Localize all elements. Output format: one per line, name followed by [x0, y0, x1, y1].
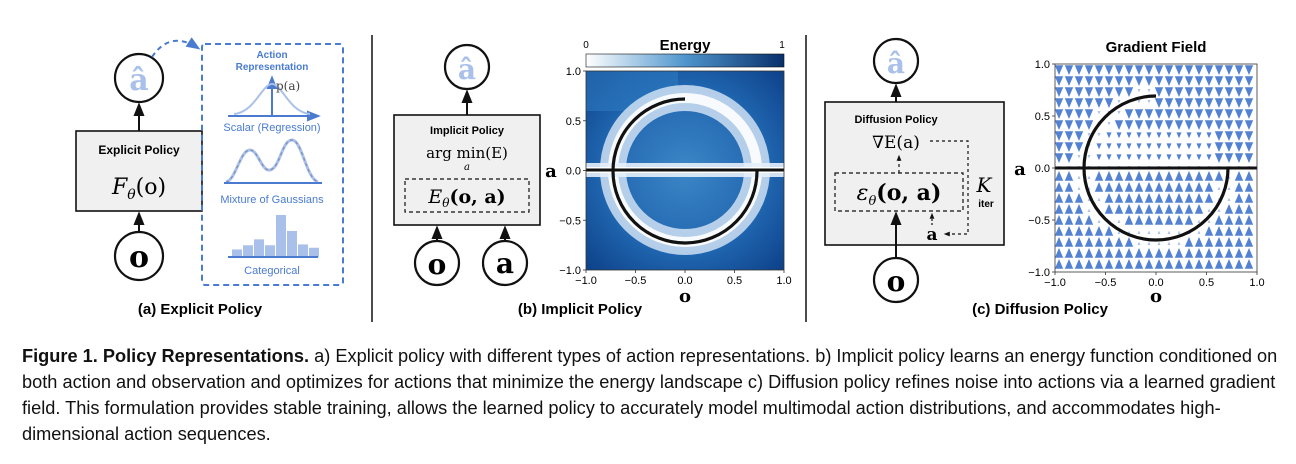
action-rep-title-1: Action	[256, 50, 287, 61]
y-tick-label: −0.5	[559, 215, 581, 227]
argmin-expression: arg min(E)	[426, 144, 508, 162]
input-observation-symbol-c: o	[887, 265, 906, 298]
categorical-bar	[276, 215, 286, 257]
gradient-solution-curve	[1082, 94, 1230, 242]
y-tick-label: −1.0	[559, 265, 581, 277]
caption-title: Policy Representations.	[102, 346, 310, 366]
panel-c-caption: (c) Diffusion Policy	[972, 301, 1109, 318]
y-tick-label: 1.0	[566, 66, 581, 78]
figure-caption: Figure 1. Policy Representations. a) Exp…	[22, 343, 1284, 447]
implicit-policy-title: Implicit Policy	[430, 125, 505, 137]
panel-b: â Implicit Policy arg min(E) a Eθ(o, a) …	[393, 37, 792, 318]
y-tick-label: 0.5	[566, 116, 581, 128]
y-tick-label: 0.5	[1035, 111, 1050, 123]
x-tick-label: −1.0	[575, 275, 597, 287]
panel-a-caption: (a) Explicit Policy	[138, 301, 263, 318]
mixture-illustration	[224, 138, 322, 184]
colorbar-max: 1	[779, 40, 785, 51]
output-action-node-b	[443, 43, 491, 91]
x-tick-label: 1.0	[1249, 277, 1264, 289]
output-action-symbol-c: â	[887, 47, 905, 80]
y-tick-label: −1.0	[1028, 267, 1050, 279]
gradient-field-title: Gradient Field	[1106, 39, 1207, 56]
y-tick-label: 1.0	[1035, 59, 1050, 71]
x-tick-label: 0.5	[1199, 277, 1214, 289]
categorical-bar	[232, 249, 242, 257]
categorical-label: Categorical	[244, 265, 300, 277]
gradient-field-arrows	[1055, 65, 1254, 269]
x-tick-label: −0.5	[625, 275, 647, 287]
y-tick-label: −0.5	[1028, 215, 1050, 227]
energy-function-box	[404, 178, 530, 213]
energy-function: Eθ(o, a)	[427, 186, 505, 210]
implicit-policy-box	[393, 114, 541, 226]
y-tick-label: 0.0	[566, 166, 581, 178]
energy-x-label: o	[679, 286, 691, 307]
categorical-bar	[298, 244, 308, 257]
output-action-node-c	[872, 37, 920, 85]
explicit-policy-box	[75, 130, 203, 212]
scalar-illustration	[228, 75, 321, 122]
gradient-x-label: o	[1150, 286, 1162, 307]
gradient-x-ticks: −1.0 −0.5 0.0 0.5 1.0	[1044, 272, 1265, 289]
output-action-node	[113, 52, 165, 104]
panel-a: â Explicit Policy Fθ(o) o Action Represe…	[75, 37, 344, 318]
categorical-bar	[254, 239, 264, 257]
output-action-symbol: â	[129, 63, 148, 98]
categorical-bar	[309, 247, 319, 257]
x-tick-label: −1.0	[1044, 277, 1066, 289]
noise-predictor: εθ(o, a)	[857, 180, 942, 209]
categorical-bar	[243, 245, 253, 257]
panel-c: â Diffusion Policy ∇E(a) εθ(o, a) a K it…	[824, 37, 1265, 318]
input-action-symbol-b: a	[496, 247, 514, 280]
noisy-action-label: a	[926, 225, 937, 245]
categorical-bars	[232, 215, 319, 257]
energy-y-ticks: 1.0 0.5 0.0 −0.5 −1.0	[559, 66, 586, 277]
x-tick-label: −0.5	[1095, 277, 1117, 289]
x-tick-label: 0.0	[1148, 277, 1163, 289]
input-action-node-b	[481, 239, 529, 287]
explicit-policy-title: Explicit Policy	[98, 143, 180, 157]
y-tick-label: 0.0	[1035, 163, 1050, 175]
x-tick-label: 0.5	[727, 275, 742, 287]
input-observation-node-b	[413, 239, 461, 287]
energy-title: Energy	[660, 37, 712, 54]
energy-solution-curve	[611, 97, 759, 245]
input-observation-symbol-b: o	[428, 248, 447, 281]
caption-label: Figure 1.	[22, 346, 98, 366]
energy-colorbar	[585, 53, 785, 68]
mixture-label: Mixture of Gaussians	[220, 194, 324, 206]
dashed-link-arrow	[151, 37, 201, 58]
input-observation-symbol: o	[129, 240, 149, 275]
x-tick-label: 0.0	[677, 275, 692, 287]
action-rep-title-2: Representation	[236, 62, 309, 73]
gradient-expression: ∇E(a)	[872, 133, 920, 153]
categorical-bar	[265, 245, 275, 257]
diffusion-policy-title: Diffusion Policy	[854, 114, 938, 126]
input-observation-node-c	[872, 256, 920, 304]
input-observation-node	[113, 230, 165, 282]
colorbar-min: 0	[583, 40, 589, 51]
panel-b-caption: (b) Implicit Policy	[518, 301, 643, 318]
figure-diagram: â Explicit Policy Fθ(o) o Action Represe…	[75, 35, 1265, 322]
categorical-bar	[287, 230, 297, 257]
x-tick-label: 1.0	[776, 275, 791, 287]
gradient-y-ticks: 1.0 0.5 0.0 −0.5 −1.0	[1028, 59, 1055, 279]
output-action-symbol-b: â	[458, 53, 476, 86]
scalar-label: Scalar (Regression)	[223, 122, 320, 134]
gradient-y-label: a	[1014, 159, 1026, 180]
iteration-loop	[930, 140, 969, 237]
pa-label: p(a)	[276, 79, 300, 93]
energy-y-label: a	[545, 161, 557, 182]
caption-text: a) Explicit policy with different types …	[22, 346, 1278, 444]
energy-x-ticks: −1.0 −0.5 0.0 0.5 1.0	[575, 270, 792, 287]
iter-label: iter	[978, 199, 994, 210]
argmin-subscript: a	[464, 162, 470, 173]
k-label: K	[976, 173, 993, 197]
explicit-policy-function: Fθ(o)	[111, 175, 166, 203]
